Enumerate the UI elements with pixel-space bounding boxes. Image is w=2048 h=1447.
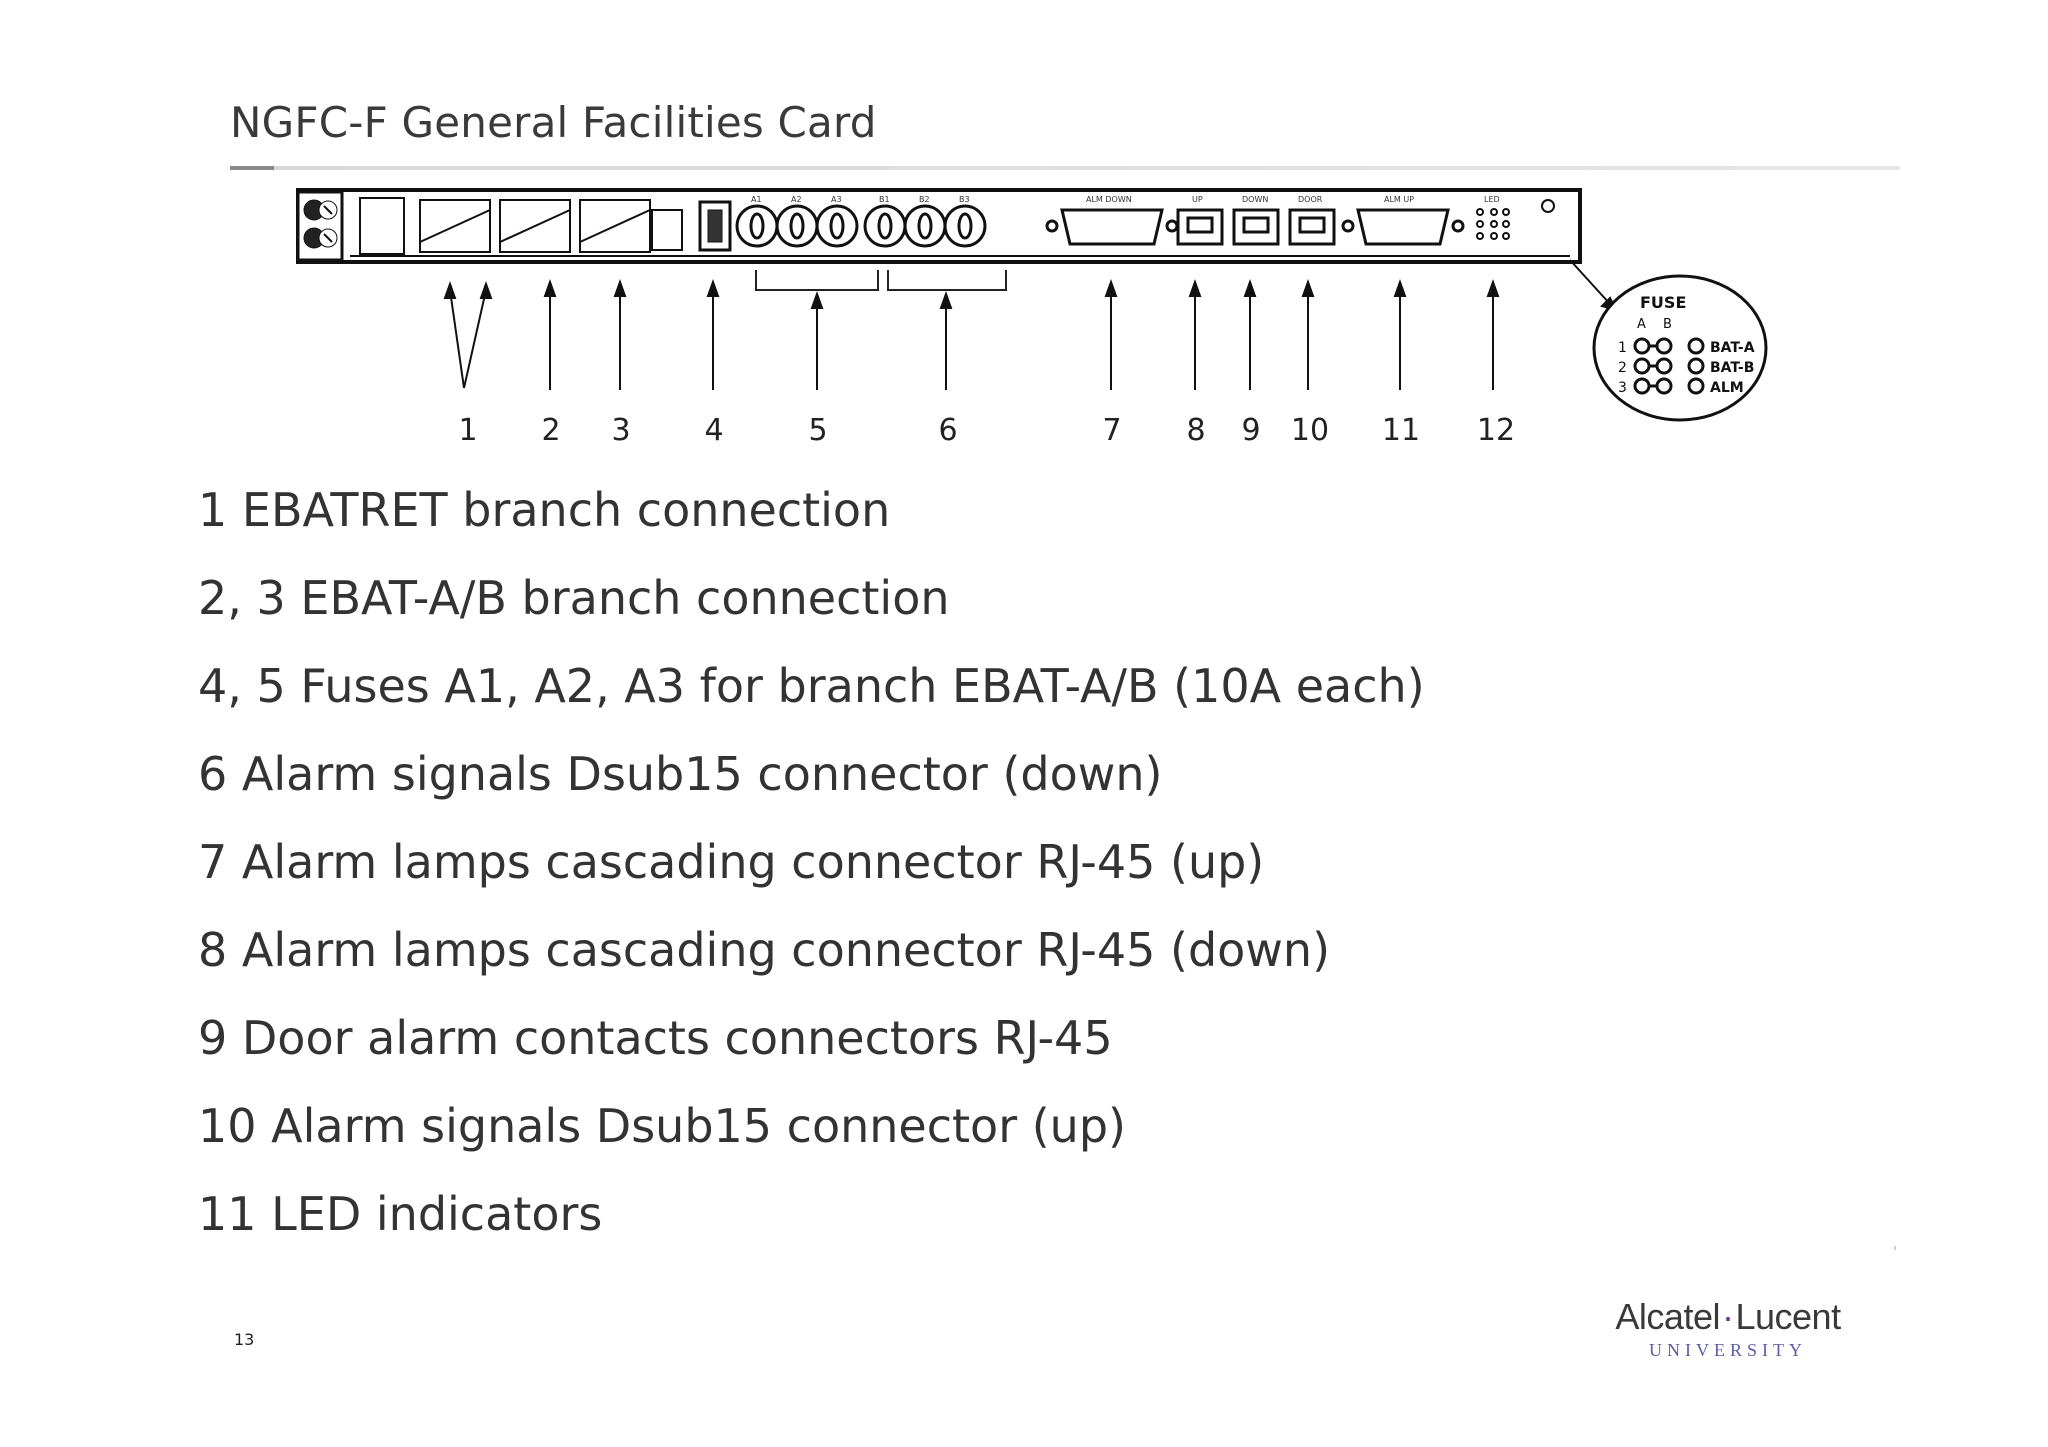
alcatel-lucent-logo: Alcatel·Lucent UNIVERSITY (1608, 1296, 1848, 1361)
led-indicators (1476, 199, 1555, 240)
legend-item: 8 Alarm lamps cascading connector RJ-45 … (198, 923, 1331, 977)
legend-item: 11 LED indicators (198, 1187, 603, 1241)
port-label-a1: A1 (751, 195, 762, 204)
callout-9: 9 (1241, 413, 1260, 448)
logo-wordmark: Alcatel·Lucent (1608, 1296, 1848, 1338)
port-label-led: LED (1484, 195, 1500, 204)
port-label-alm-down: ALM DOWN (1086, 195, 1132, 204)
port-label-b3: B3 (959, 195, 970, 204)
legend-item: 9 Door alarm contacts connectors RJ-45 (198, 1011, 1113, 1065)
callout-6: 6 (938, 413, 957, 448)
legend-item: 10 Alarm signals Dsub15 connector (up) (198, 1099, 1126, 1153)
legend-item: 7 Alarm lamps cascading connector RJ-45 … (198, 835, 1265, 889)
card-faceplate-diagram: FUSE A B 1 2 3 BAT-A BAT-B ALM A1 A2 A3 … (296, 188, 1768, 448)
logo-brand-right: Lucent (1735, 1296, 1841, 1337)
port-label-b1: B1 (879, 195, 890, 204)
fuse-row-3: 3 (1618, 380, 1627, 396)
branch-fuse-holders (359, 197, 683, 255)
legend-item: 1 EBATRET branch connection (198, 483, 891, 537)
decorative-mark (1894, 1246, 1896, 1250)
fuse-sockets (735, 204, 987, 248)
callout-arrows (443, 259, 1618, 390)
callout-8: 8 (1186, 413, 1205, 448)
group-brackets (755, 270, 1007, 291)
port-label-down: DOWN (1242, 195, 1268, 204)
indicator-bat-b: BAT-B (1710, 360, 1754, 376)
callout-2: 2 (541, 413, 560, 448)
fuse-inset-heading: FUSE (1640, 293, 1686, 312)
legend-list: 1 EBATRET branch connection 2, 3 EBAT-A/… (198, 480, 1425, 1272)
faceplate (296, 188, 1582, 264)
port-label-up: UP (1192, 195, 1203, 204)
callout-7: 7 (1102, 413, 1121, 448)
port-label-a3: A3 (831, 195, 842, 204)
fuse-row-1: 1 (1618, 340, 1627, 356)
callout-numbers: 1 2 3 4 5 6 7 8 9 10 11 12 (458, 413, 1515, 448)
callout-4: 4 (704, 413, 723, 448)
logo-brand-left: Alcatel (1615, 1296, 1720, 1337)
callout-12: 12 (1477, 413, 1515, 448)
callout-5: 5 (808, 413, 827, 448)
port-label-a2: A2 (791, 195, 802, 204)
indicator-bat-a: BAT-A (1710, 340, 1755, 356)
callout-10: 10 (1291, 413, 1329, 448)
callout-3: 3 (611, 413, 630, 448)
dsub15-up-connector (1341, 208, 1465, 246)
ejector-handle (296, 190, 344, 262)
dsub15-down-connector (1045, 208, 1179, 246)
legend-item: 4, 5 Fuses A1, A2, A3 for branch EBAT-A/… (198, 659, 1425, 713)
terminal-block (698, 200, 732, 252)
port-labels: A1 A2 A3 B1 B2 B3 ALM DOWN UP DOWN DOOR … (751, 195, 1500, 204)
fuse-row-2: 2 (1618, 360, 1627, 376)
fuse-column-a: A (1637, 317, 1646, 332)
port-label-door: DOOR (1298, 195, 1323, 204)
slide-title: NGFC-F General Facilities Card (230, 98, 877, 147)
fuse-inset: FUSE A B 1 2 3 BAT-A BAT-B ALM (1592, 274, 1768, 422)
indicator-alm: ALM (1710, 380, 1744, 396)
port-label-b2: B2 (919, 195, 930, 204)
port-label-alm-up: ALM UP (1384, 195, 1414, 204)
title-divider (230, 166, 1900, 170)
callout-1: 1 (458, 413, 477, 448)
legend-item: 6 Alarm signals Dsub15 connector (down) (198, 747, 1163, 801)
logo-subtitle: UNIVERSITY (1649, 1340, 1807, 1360)
page-number: 13 (234, 1330, 255, 1349)
callout-11: 11 (1382, 413, 1420, 448)
rj45-connectors (1176, 208, 1336, 246)
legend-item: 2, 3 EBAT-A/B branch connection (198, 571, 950, 625)
logo-brand-dot: · (1721, 1296, 1734, 1337)
fuse-column-b: B (1663, 317, 1672, 332)
